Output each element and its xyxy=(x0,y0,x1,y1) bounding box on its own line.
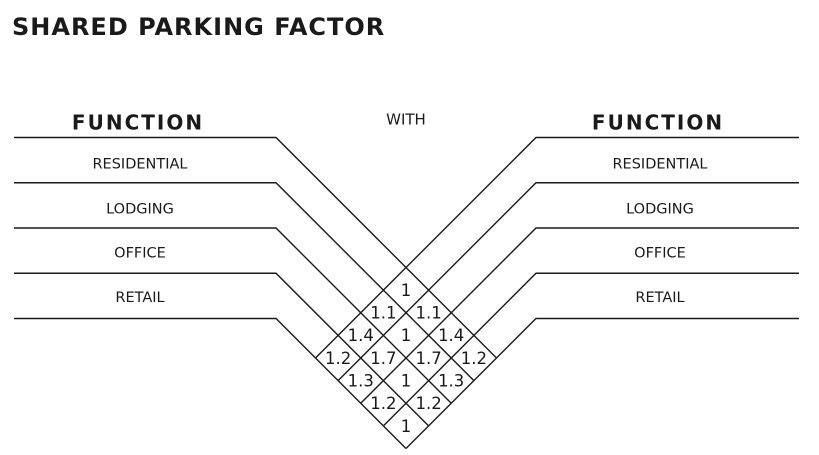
factor-lodging-lodging: 1 xyxy=(401,326,412,345)
left-function-lodging: LODGING xyxy=(106,202,174,218)
left-line-4 xyxy=(14,272,430,427)
left-line-2 xyxy=(14,182,475,382)
factor-residential-retail: 1.2 xyxy=(461,349,487,368)
right-function-header: FUNCTION xyxy=(592,111,724,135)
factor-office-retail: 1.2 xyxy=(415,394,441,413)
left-line-3 xyxy=(14,227,452,404)
left-line-5 xyxy=(14,317,407,449)
left-function-retail: RETAIL xyxy=(115,290,164,306)
page-title: SHARED PARKING FACTOR xyxy=(12,13,386,41)
right-line-2 xyxy=(337,182,799,382)
right-line-1 xyxy=(315,136,799,359)
factor-office-lodging: 1.7 xyxy=(370,349,396,368)
right-line-4 xyxy=(382,272,799,427)
right-function-residential: RESIDENTIAL xyxy=(612,157,707,173)
factor-residential-lodging: 1.1 xyxy=(415,304,441,323)
with-header: WITH xyxy=(386,111,426,129)
factor-residential-office: 1.4 xyxy=(438,326,464,345)
factor-retail-lodging: 1.3 xyxy=(348,372,374,391)
right-line-5 xyxy=(405,317,799,449)
factor-lodging-office: 1.7 xyxy=(415,349,441,368)
factor-office-office: 1 xyxy=(401,372,412,391)
factor-lodging-retail: 1.3 xyxy=(438,372,464,391)
left-function-header: FUNCTION xyxy=(72,111,204,135)
right-function-lodging: LODGING xyxy=(626,202,694,218)
factor-residential-residential: 1 xyxy=(401,281,412,300)
left-function-office: OFFICE xyxy=(114,246,166,262)
factor-retail-office: 1.2 xyxy=(370,394,396,413)
right-function-retail: RETAIL xyxy=(635,290,684,306)
right-function-office: OFFICE xyxy=(634,246,686,262)
left-function-residential: RESIDENTIAL xyxy=(92,157,187,173)
factor-retail-retail: 1 xyxy=(401,417,412,436)
factor-lodging-residential: 1.1 xyxy=(370,304,396,323)
factor-retail-residential: 1.2 xyxy=(325,349,351,368)
factor-office-residential: 1.4 xyxy=(348,326,374,345)
right-line-3 xyxy=(360,227,799,404)
left-line-1 xyxy=(14,136,497,359)
